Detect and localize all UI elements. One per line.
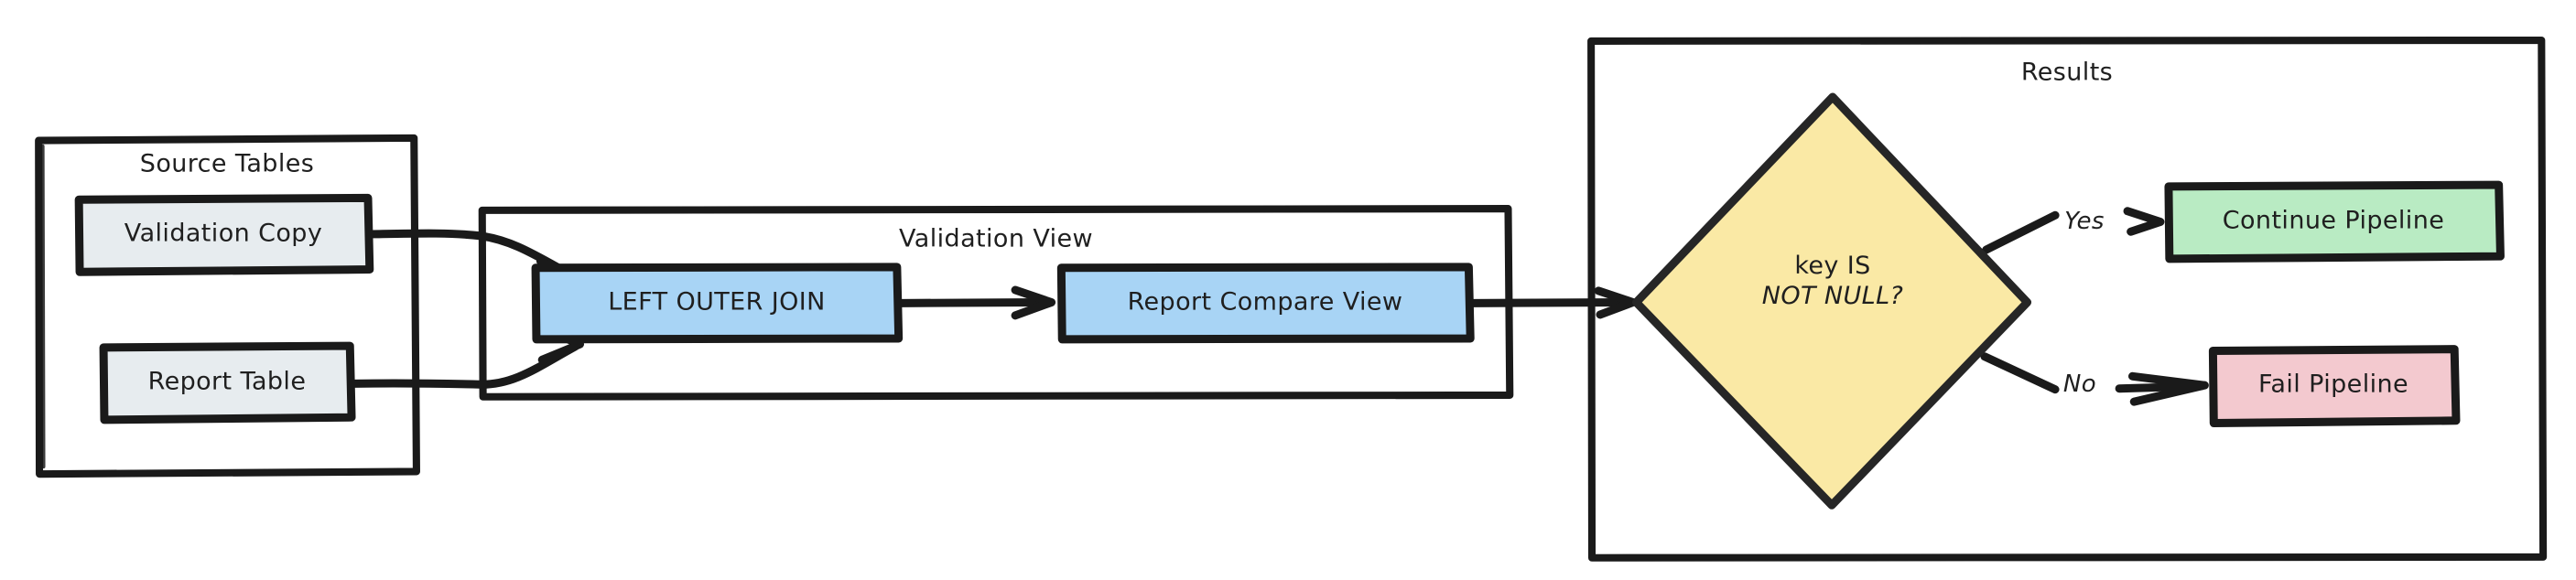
node-continue-pipeline[interactable] [2164, 180, 2505, 263]
edge-decision-no-stem [2115, 381, 2206, 393]
edge-decision-yes-arrowhead [2123, 207, 2165, 236]
node-key-is-not-null[interactable] [1631, 92, 2032, 510]
decision-label-line1: key IS [1794, 252, 1871, 281]
node-validation-copy[interactable] [74, 193, 374, 276]
edge-decision-no [1980, 352, 2060, 394]
node-report-compare-view[interactable] [1056, 263, 1475, 344]
group-source-tables-sketch [40, 144, 46, 469]
node-left-outer-join[interactable] [531, 263, 904, 344]
edge-join-to-compare-view-arrowhead [1011, 285, 1056, 320]
group-source-tables [35, 134, 420, 478]
node-report-table[interactable] [99, 341, 356, 424]
node-label-key-is-not-null[interactable]: key IS NOT NULL? [1762, 252, 1904, 312]
edge-decision-yes [1982, 210, 2060, 254]
edge-compare-view-to-decision-arrowhead [1594, 286, 1638, 319]
edge-join-to-compare-view [897, 297, 1043, 307]
decision-label-line2: NOT NULL? [1761, 282, 1904, 310]
node-fail-pipeline[interactable] [2208, 345, 2461, 427]
edge-report-table-to-join [349, 342, 579, 389]
edge-compare-view-to-decision [1469, 297, 1629, 307]
